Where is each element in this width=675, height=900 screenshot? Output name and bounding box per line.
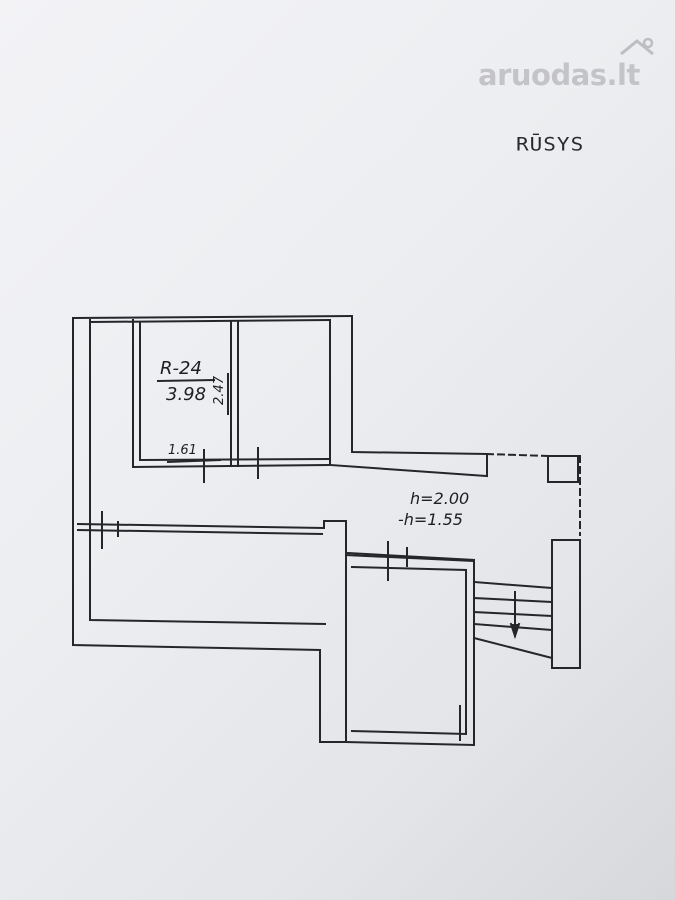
stair-arrow-head (509, 622, 521, 640)
watermark-house-icon (620, 37, 654, 56)
room-code-label: R-24 (160, 358, 202, 379)
wall-top-inner (88, 318, 332, 324)
wall-top (71, 314, 354, 320)
partition-middle (76, 520, 347, 743)
opening-dashed (485, 452, 581, 536)
wall-right-lower (551, 539, 581, 669)
lower-room-top-wall (346, 551, 476, 562)
stairs (472, 580, 554, 660)
lower-room-walls (344, 553, 475, 747)
cell-bottom-inner (138, 457, 330, 462)
wall-outer-left-inner (89, 319, 327, 626)
wall-upper-right-outer (351, 315, 489, 456)
floor-title: RŪSYS (516, 133, 585, 155)
room-area-label: 3.98 (166, 384, 207, 405)
dim-line (166, 458, 222, 464)
wall-upper-right-inner (329, 319, 489, 478)
dim-horizontal-label: 1.61 (168, 443, 197, 458)
partition-middle-inner (76, 528, 324, 536)
column-box (547, 455, 579, 483)
height-label: h=2.00 (410, 489, 470, 508)
cell-left-wall (132, 319, 330, 469)
wall-outer-left (72, 317, 347, 743)
lower-room-inner (350, 565, 467, 736)
dim-vertical-label: 2.47 (211, 376, 227, 405)
watermark-text: aruodas.lt (478, 58, 640, 92)
height-label-2: -h=1.55 (398, 510, 463, 529)
room-label-divider (156, 378, 216, 383)
